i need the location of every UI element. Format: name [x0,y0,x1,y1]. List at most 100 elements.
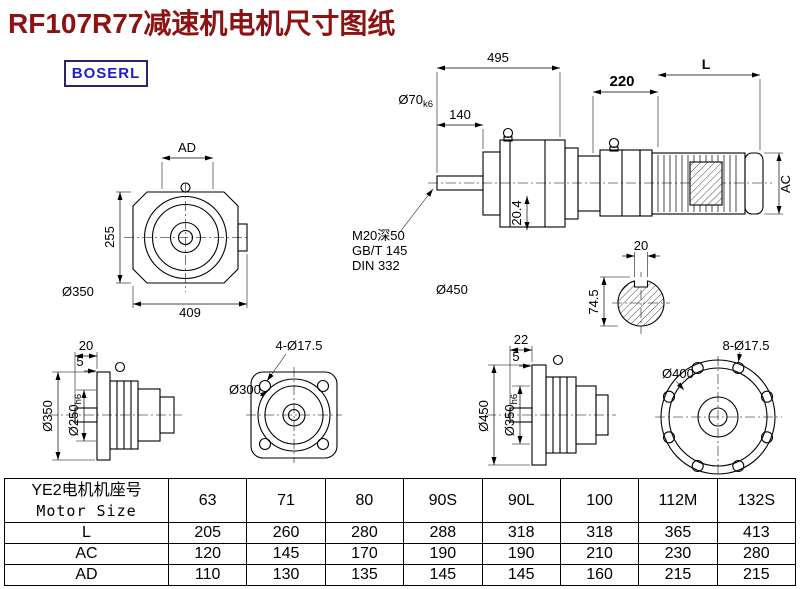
dim-ac-label: AC [778,175,793,193]
bolt-hole [760,390,774,403]
table-row-AD: AD 110 130 135 145 145 160 215 215 [4,564,797,586]
flange-plate [96,371,111,461]
eyebolt [114,361,126,373]
table-header-motor-size: YE2电机机座号 Motor Size [4,478,169,523]
page-title: RF107R77减速机电机尺寸图纸 [8,8,396,39]
gearbox-housing-outline [132,191,239,284]
bolt-hole [258,379,272,393]
table-cell: 145 [481,564,561,586]
eyebolt [608,137,620,149]
table-cell: 365 [638,522,718,544]
dim-d250-label: Ø250h6 [66,394,84,436]
eyebolt [502,127,514,139]
dim-d450-label: Ø450 [476,400,491,432]
dim-495-label: 495 [487,50,509,65]
dim-keyway-20-label: 20 [634,238,648,253]
front-view [124,182,250,292]
dim-745-label: 74.5 [586,289,601,314]
size-column-header: 112M [638,478,718,523]
bolt-hole [316,437,330,451]
side-boss [237,223,248,252]
table-cell: 145 [403,564,483,586]
table-cell: 135 [324,564,405,586]
bolt-hole [316,379,330,393]
size-column-header: 80 [324,478,405,523]
dim-5-label: 5 [512,349,519,364]
front-view-dimensions: AD 255 409 Ø350 [62,140,248,320]
dim-255-label: 255 [102,226,117,248]
table-cell: 190 [403,543,483,565]
dim-d350h6-label: Ø350h6 [502,394,520,436]
square-flange [250,371,338,459]
keyway [633,280,649,288]
table-cell: 190 [481,543,561,565]
table-cell: 205 [167,522,248,544]
size-column-header: 90L [481,478,561,523]
shaft-dia-value: Ø70 [398,92,423,107]
flange-side-view-small: 20 5 Ø350 Ø250h6 [40,338,182,461]
bolt-hole [662,431,676,444]
table-cell: 215 [716,564,797,586]
d250-value: Ø250 [66,404,81,436]
side-view [428,127,772,228]
flange-face-view-large: 8-Ø17.5 Ø400 [655,338,782,476]
table-cell: 110 [167,564,248,586]
table-cell: 210 [559,543,640,565]
flange-side-view-large: 22 5 Ø450 Ø350h6 [476,332,616,466]
dim-220-label: 220 [609,73,634,90]
dim-8-holes-label: 8-Ø17.5 [723,338,770,353]
motor-size-label-en: Motor Size [36,502,137,520]
table-row-L: L 205 260 280 288 318 318 365 413 [4,522,797,544]
shaft-tap-note-line3: DIN 332 [352,258,400,273]
table-cell: 318 [481,522,561,544]
dim-L-label: L [702,56,711,72]
table-cell: 280 [324,522,405,544]
motor-size-label-cn: YE2电机机座号 [31,482,142,499]
row-label: AC [4,543,169,565]
dim-5-label: 5 [76,354,83,369]
size-column-header: 100 [559,478,640,523]
shaft-key-section: 20 74.5 [586,238,670,334]
flange-outer [660,359,776,475]
dim-shaft-diameter-label: Ø70k6 [398,92,433,110]
dim-d450-label: Ø450 [436,282,468,297]
dim-20-label: 20 [79,338,93,353]
adapter-flange [577,155,601,212]
table-cell: 288 [403,522,483,544]
bolt-hole [732,361,745,375]
dim-4-holes-label: 4-Ø17.5 [276,338,323,353]
fan-cover [744,152,764,215]
dim-409-label: 409 [179,305,201,320]
dim-d350-label: Ø350 [40,400,55,432]
bolt-hole [691,459,704,473]
dim-d350-label: Ø350 [62,284,94,299]
table-cell: 280 [716,543,797,565]
side-view-dimensions: 495 140 Ø70k6 M20深50 GB/T 145 DIN 332 Ø4… [352,50,793,297]
row-label: AD [4,564,169,586]
boserl-logo: BOSERL [64,60,148,87]
lifting-eye [180,182,191,193]
flange-face-view-small: 4-Ø17.5 Ø300 [229,338,342,463]
table-cell: 145 [246,543,326,565]
bolt-hole [691,361,704,375]
table-cell: 318 [559,522,640,544]
bolt-hole [258,437,272,451]
table-cell: 413 [716,522,797,544]
table-header-row: YE2电机机座号 Motor Size 63 71 80 90S 90L 100… [4,478,797,523]
bolt-hole [760,431,774,444]
dim-ad-label: AD [178,140,196,155]
d250-tolerance: h6 [73,394,84,405]
bolt-hole [732,459,745,473]
table-cell: 170 [324,543,405,565]
table-cell: 130 [246,564,326,586]
dim-22-label: 22 [514,332,528,347]
dim-d300-label: Ø300 [229,382,261,397]
gearbox-front-cover [482,151,501,216]
gearbox-rear-cover [564,147,579,220]
d350-value: Ø350 [502,404,517,436]
row-label: L [4,522,169,544]
d350-tolerance: h6 [509,394,520,405]
dim-140-label: 140 [449,107,471,122]
table-cell: 160 [559,564,640,586]
dim-d400-label: Ø400 [662,366,694,381]
